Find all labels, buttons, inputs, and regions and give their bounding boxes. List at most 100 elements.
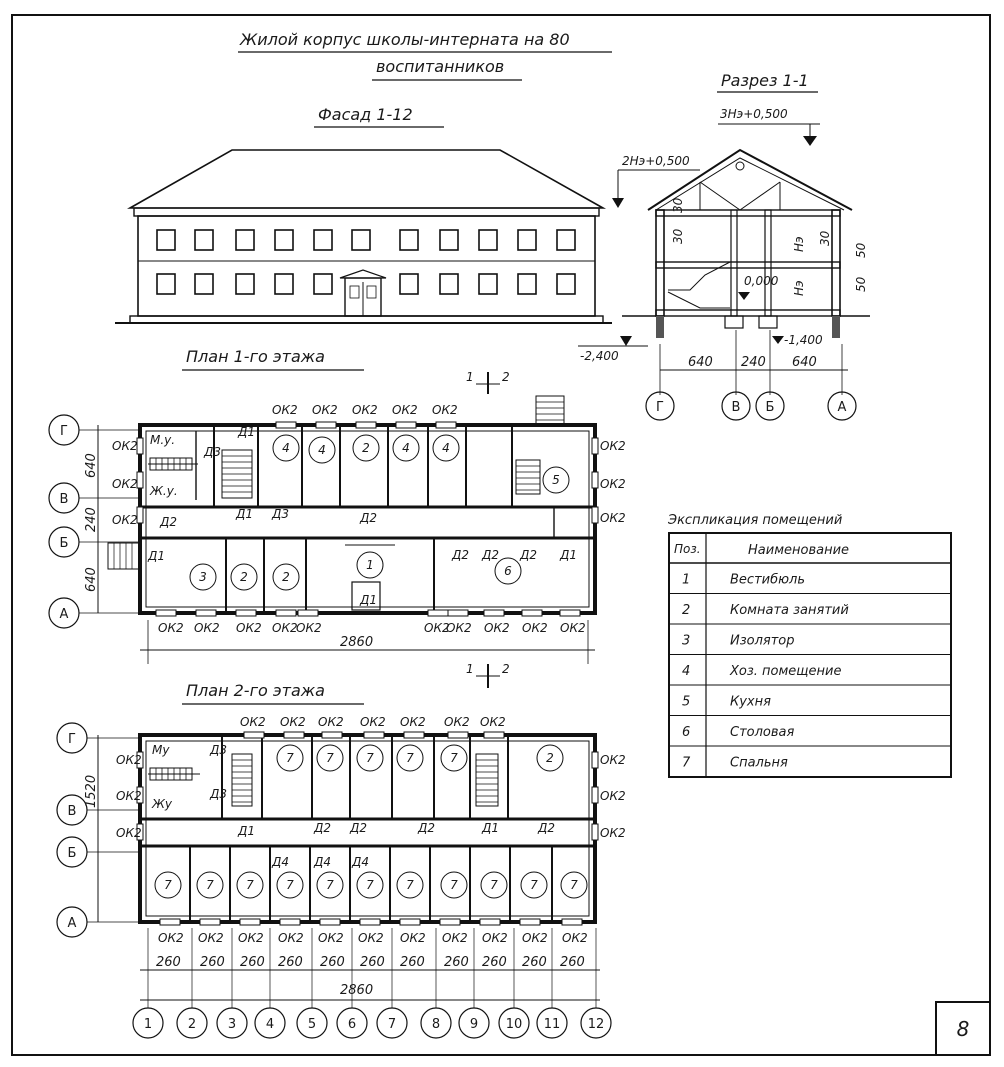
plan1-window-left-2: ОК2 (112, 477, 138, 491)
plan2-axis-bottom-10: 10 (498, 1007, 530, 1039)
plan2-toilets: Му Жу (148, 743, 200, 811)
facade-entrance-door (339, 269, 387, 317)
plan2-window-left-2: ОК2 (116, 789, 142, 803)
mark-footing: -1,400 (784, 333, 823, 347)
plan1-room-11: 6 (494, 557, 522, 585)
svg-text:2: 2 (502, 370, 510, 384)
plan2-window-left-3: ОК2 (116, 826, 142, 840)
plan1-axis-1: Г (48, 414, 80, 446)
plan1-axis-1-label: Г (60, 424, 68, 439)
plan2-bay-dim-9: 260 (482, 955, 507, 970)
plan2-wc-f: Жу (151, 797, 173, 811)
plan2-room-top-2-number: 7 (326, 751, 334, 765)
plan2-axis-bottom-11: 11 (536, 1007, 568, 1039)
plan1-room-2: 4 (308, 436, 336, 464)
facade-window-upper (274, 229, 294, 251)
plan1-window-top-5: ОК2 (432, 403, 458, 417)
plan1-window-bottom-6: ОК2 (424, 621, 450, 635)
plan1-door-12: Д1 (359, 593, 377, 607)
plan1-window-right-1: ОК2 (600, 439, 626, 453)
plan2-bay-dim-8: 260 (444, 955, 469, 970)
table-row-3-name: Изолятор (730, 634, 795, 649)
plan2-door-5: Д2 (349, 821, 367, 835)
vert-dim-4: 50 (854, 242, 868, 258)
plan1-door-7: Д1 (147, 549, 165, 563)
plan2-bay-dim-6: 260 (360, 955, 385, 970)
facade-roof (126, 149, 607, 209)
plan2-window-left-1: ОК2 (116, 753, 142, 767)
plan1-dim-1: 640 (84, 453, 99, 478)
svg-text:Б: Б (766, 400, 775, 415)
plan2-window-top-1: ОК2 (240, 715, 266, 729)
page-number: 8 (957, 1017, 970, 1041)
plan2-stair-right (475, 753, 499, 807)
plan2-room-bottom-8-number: 7 (450, 878, 458, 892)
plan1-window-bottom-10: ОК2 (560, 621, 586, 635)
plan2-window-bottom-2: ОК2 (198, 931, 224, 945)
plan1-window-bottom-1: ОК2 (158, 621, 184, 635)
plan1-stair-left (221, 449, 253, 499)
facade-window-upper (235, 229, 255, 251)
svg-text:1: 1 (466, 662, 474, 676)
plan2-room-top-5-number: 7 (450, 751, 458, 765)
plan2-axis-bottom-4-label: 4 (266, 1017, 274, 1032)
plan2-axis-1-label: Г (68, 732, 76, 747)
plan2-room-top-1-number: 7 (286, 751, 294, 765)
plan1-door-3: Д1 (235, 507, 253, 521)
plan1-window-bottom-9: ОК2 (522, 621, 548, 635)
plan1-window-bottom-4: ОК2 (272, 621, 298, 635)
plan1-window-top-2: ОК2 (312, 403, 338, 417)
plan1-room-8: 2 (230, 563, 258, 591)
plan2-room-bottom-1-number: 7 (164, 878, 172, 892)
section-view: Разрез 1-1 3Нэ+0,500 2Нэ+0,500 (578, 71, 870, 421)
plan2-window-right-1: ОК2 (600, 753, 626, 767)
plan2-axis-bottom-9: 9 (458, 1007, 490, 1039)
plan2-axis-4: А (56, 906, 88, 938)
plan2-axis-bottom-7-label: 7 (388, 1017, 396, 1032)
plan2-axis-4-label: А (68, 916, 77, 931)
plan2-axis-bottom-3: 3 (216, 1007, 248, 1039)
plan2-room-top-6-number: 2 (546, 751, 554, 765)
plan2-bay-dim-4: 260 (278, 955, 303, 970)
plan1-door-11: Д1 (559, 548, 577, 562)
plan1-door-10: Д2 (519, 548, 537, 562)
plan2-axis-bottom-11-label: 11 (544, 1017, 561, 1032)
plan2-room-bottom-4: 7 (276, 871, 304, 899)
plan1-window-bottom-5: ОК2 (296, 621, 322, 635)
plan1-room-2-number: 4 (318, 443, 326, 457)
plan2-door-4: Д2 (313, 821, 331, 835)
facade-window-lower (235, 273, 255, 295)
plan2-room-top-3-number: 7 (366, 751, 374, 765)
plan2-axis-bottom-8-label: 8 (432, 1017, 440, 1032)
plan2-axis-bottom-2: 2 (176, 1007, 208, 1039)
table-row-2-name: Комната занятий (730, 603, 849, 618)
facade-window-lower (439, 273, 459, 295)
facade-window-lower (156, 273, 176, 295)
plan2-axis-bottom-4: 4 (254, 1007, 286, 1039)
explication-title: Экспликация помещений (667, 513, 842, 528)
plan2-window-top-2: ОК2 (280, 715, 306, 729)
plan2-bay-dim-2: 260 (200, 955, 225, 970)
plan2-window-right-2: ОК2 (600, 789, 626, 803)
table-header-pos: Поз. (674, 542, 701, 556)
plan2-axis-1: Г (56, 722, 88, 754)
plan1-toilets: М.у. Ж.у. (148, 431, 198, 500)
plan-floor-1: План 1-го этажа 1 2 1 2 (48, 347, 626, 688)
svg-text:2: 2 (502, 662, 510, 676)
plan2-room-top-4-number: 7 (406, 751, 414, 765)
plan2-axis-3-label: Б (68, 846, 77, 861)
plan1-axis-4: А (48, 597, 80, 629)
plan2-window-bottom-10: ОК2 (522, 931, 548, 945)
plan1-axis-3-label: Б (60, 536, 69, 551)
plan1-door-1: Д1 (237, 425, 255, 439)
plan1-dim-2: 240 (84, 507, 99, 532)
plan2-door-11: Д4 (351, 855, 369, 869)
plan2-door-9: Д4 (271, 855, 289, 869)
plan2-room-top-5: 7 (440, 744, 468, 772)
svg-text:1: 1 (466, 370, 474, 384)
plan1-wc-m: М.у. (150, 433, 175, 447)
plan1-window-bottom-7: ОК2 (446, 621, 472, 635)
